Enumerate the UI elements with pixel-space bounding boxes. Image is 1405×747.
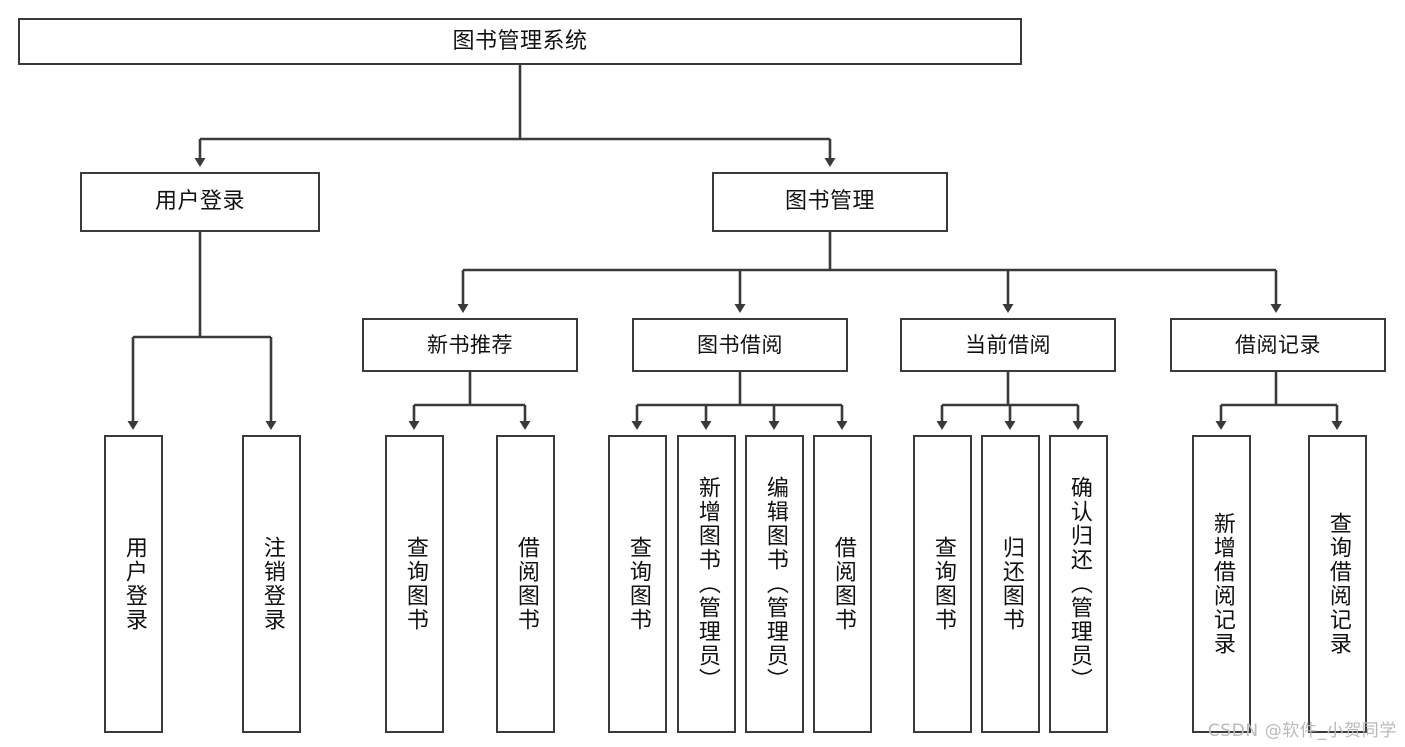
- leaf-query-book-1-label: 查询图书: [402, 536, 428, 632]
- leaf-query-book-1[interactable]: 查询图书: [385, 435, 444, 733]
- leaf-logout-label: 注销登录: [259, 536, 285, 632]
- leaf-add-book-label: 新增图书（管理员）: [694, 476, 720, 692]
- leaf-query-book-3-label: 查询图书: [930, 536, 956, 632]
- node-new-book-recommend[interactable]: 新书推荐: [362, 318, 578, 372]
- leaf-confirm-return[interactable]: 确认归还（管理员）: [1049, 435, 1108, 733]
- leaf-user-login[interactable]: 用户登录: [104, 435, 163, 733]
- leaf-query-record-label: 查询借阅记录: [1325, 512, 1351, 656]
- leaf-return-book[interactable]: 归还图书: [981, 435, 1040, 733]
- leaf-borrow-book-1-label: 借阅图书: [513, 536, 539, 632]
- leaf-add-record-label: 新增借阅记录: [1209, 512, 1235, 656]
- leaf-borrow-book-2[interactable]: 借阅图书: [813, 435, 872, 733]
- node-current-borrow-label: 当前借阅: [965, 332, 1051, 357]
- node-borrow-record-label: 借阅记录: [1235, 332, 1321, 357]
- leaf-add-book[interactable]: 新增图书（管理员）: [677, 435, 736, 733]
- leaf-user-login-label: 用户登录: [121, 536, 147, 632]
- leaf-logout[interactable]: 注销登录: [242, 435, 301, 733]
- node-user-login[interactable]: 用户登录: [80, 172, 320, 232]
- node-book-management-label: 图书管理: [784, 189, 875, 215]
- node-new-book-recommend-label: 新书推荐: [427, 332, 513, 357]
- leaf-borrow-book-2-label: 借阅图书: [830, 536, 856, 632]
- leaf-query-book-3[interactable]: 查询图书: [913, 435, 972, 733]
- node-root-label: 图书管理系统: [452, 28, 588, 54]
- leaf-edit-book[interactable]: 编辑图书（管理员）: [745, 435, 804, 733]
- leaf-borrow-book-1[interactable]: 借阅图书: [496, 435, 555, 733]
- leaf-add-record[interactable]: 新增借阅记录: [1192, 435, 1251, 733]
- node-book-borrow-label: 图书借阅: [697, 332, 783, 357]
- node-borrow-record[interactable]: 借阅记录: [1170, 318, 1386, 372]
- node-root[interactable]: 图书管理系统: [18, 18, 1022, 65]
- leaf-edit-book-label: 编辑图书（管理员）: [762, 476, 788, 692]
- node-book-management[interactable]: 图书管理: [712, 172, 948, 232]
- leaf-query-book-2-label: 查询图书: [625, 536, 651, 632]
- leaf-query-book-2[interactable]: 查询图书: [608, 435, 667, 733]
- node-current-borrow[interactable]: 当前借阅: [900, 318, 1116, 372]
- leaf-confirm-return-label: 确认归还（管理员）: [1066, 476, 1092, 692]
- leaf-query-record[interactable]: 查询借阅记录: [1308, 435, 1367, 733]
- leaf-return-book-label: 归还图书: [998, 536, 1024, 632]
- node-user-login-label: 用户登录: [154, 189, 245, 215]
- node-book-borrow[interactable]: 图书借阅: [632, 318, 848, 372]
